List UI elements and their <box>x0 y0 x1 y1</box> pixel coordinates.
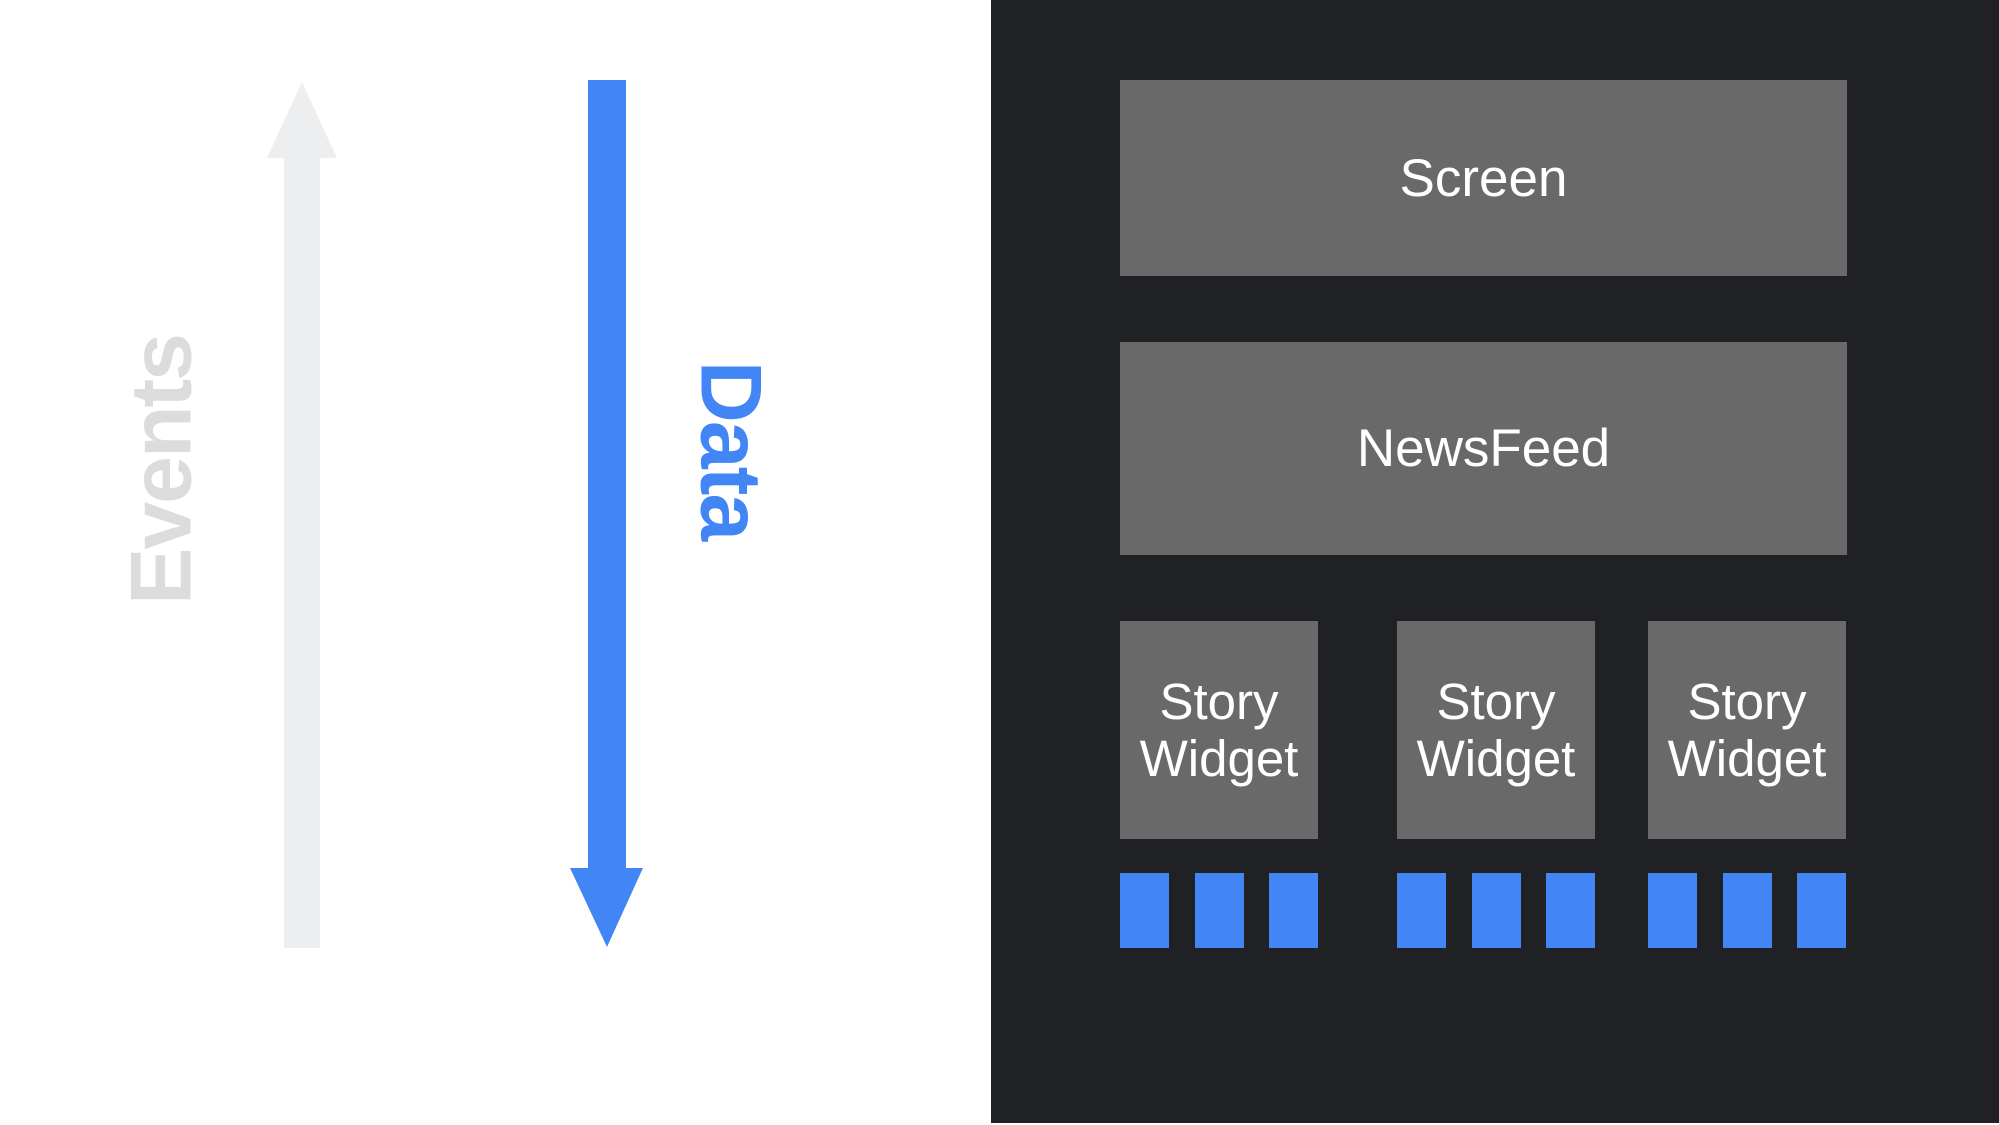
events-label: Events <box>113 334 210 606</box>
down-arrow-shape <box>570 80 643 947</box>
story-widget-box: Story Widget <box>1120 621 1318 839</box>
up-arrow-shape <box>267 82 337 948</box>
data-square <box>1120 873 1169 948</box>
data-square <box>1797 873 1846 948</box>
newsfeed-label: NewsFeed <box>1356 419 1611 478</box>
data-square <box>1471 873 1521 948</box>
story-widget-box: Story Widget <box>1397 621 1595 839</box>
data-square <box>1648 873 1697 948</box>
data-square <box>1269 873 1318 948</box>
data-square <box>1546 873 1595 948</box>
down-arrow-icon <box>570 80 643 947</box>
story-widget-label-line2: Widget <box>1416 730 1576 787</box>
data-square <box>1397 873 1446 948</box>
story-widget-label-line2: Widget <box>1139 730 1299 787</box>
up-arrow-icon <box>267 82 337 948</box>
screen-box: Screen <box>1120 80 1847 276</box>
story-widget-label-line1: Story <box>1159 672 1279 730</box>
story-squares-row <box>1120 873 1318 948</box>
widget-tree-panel: Screen NewsFeed Story Widget Story Widge… <box>991 0 1999 1123</box>
newsfeed-box: NewsFeed <box>1120 342 1847 555</box>
story-squares-row <box>1648 873 1846 948</box>
story-widget-label-line1: Story <box>1436 672 1556 730</box>
story-widget-label-line1: Story <box>1687 672 1807 730</box>
screen-label: Screen <box>1399 148 1568 208</box>
story-widget-box: Story Widget <box>1648 621 1846 839</box>
story-widget-label-line2: Widget <box>1667 730 1827 787</box>
data-square <box>1722 873 1772 948</box>
story-squares-row <box>1397 873 1595 948</box>
data-square <box>1194 873 1244 948</box>
data-label: Data <box>682 360 779 540</box>
